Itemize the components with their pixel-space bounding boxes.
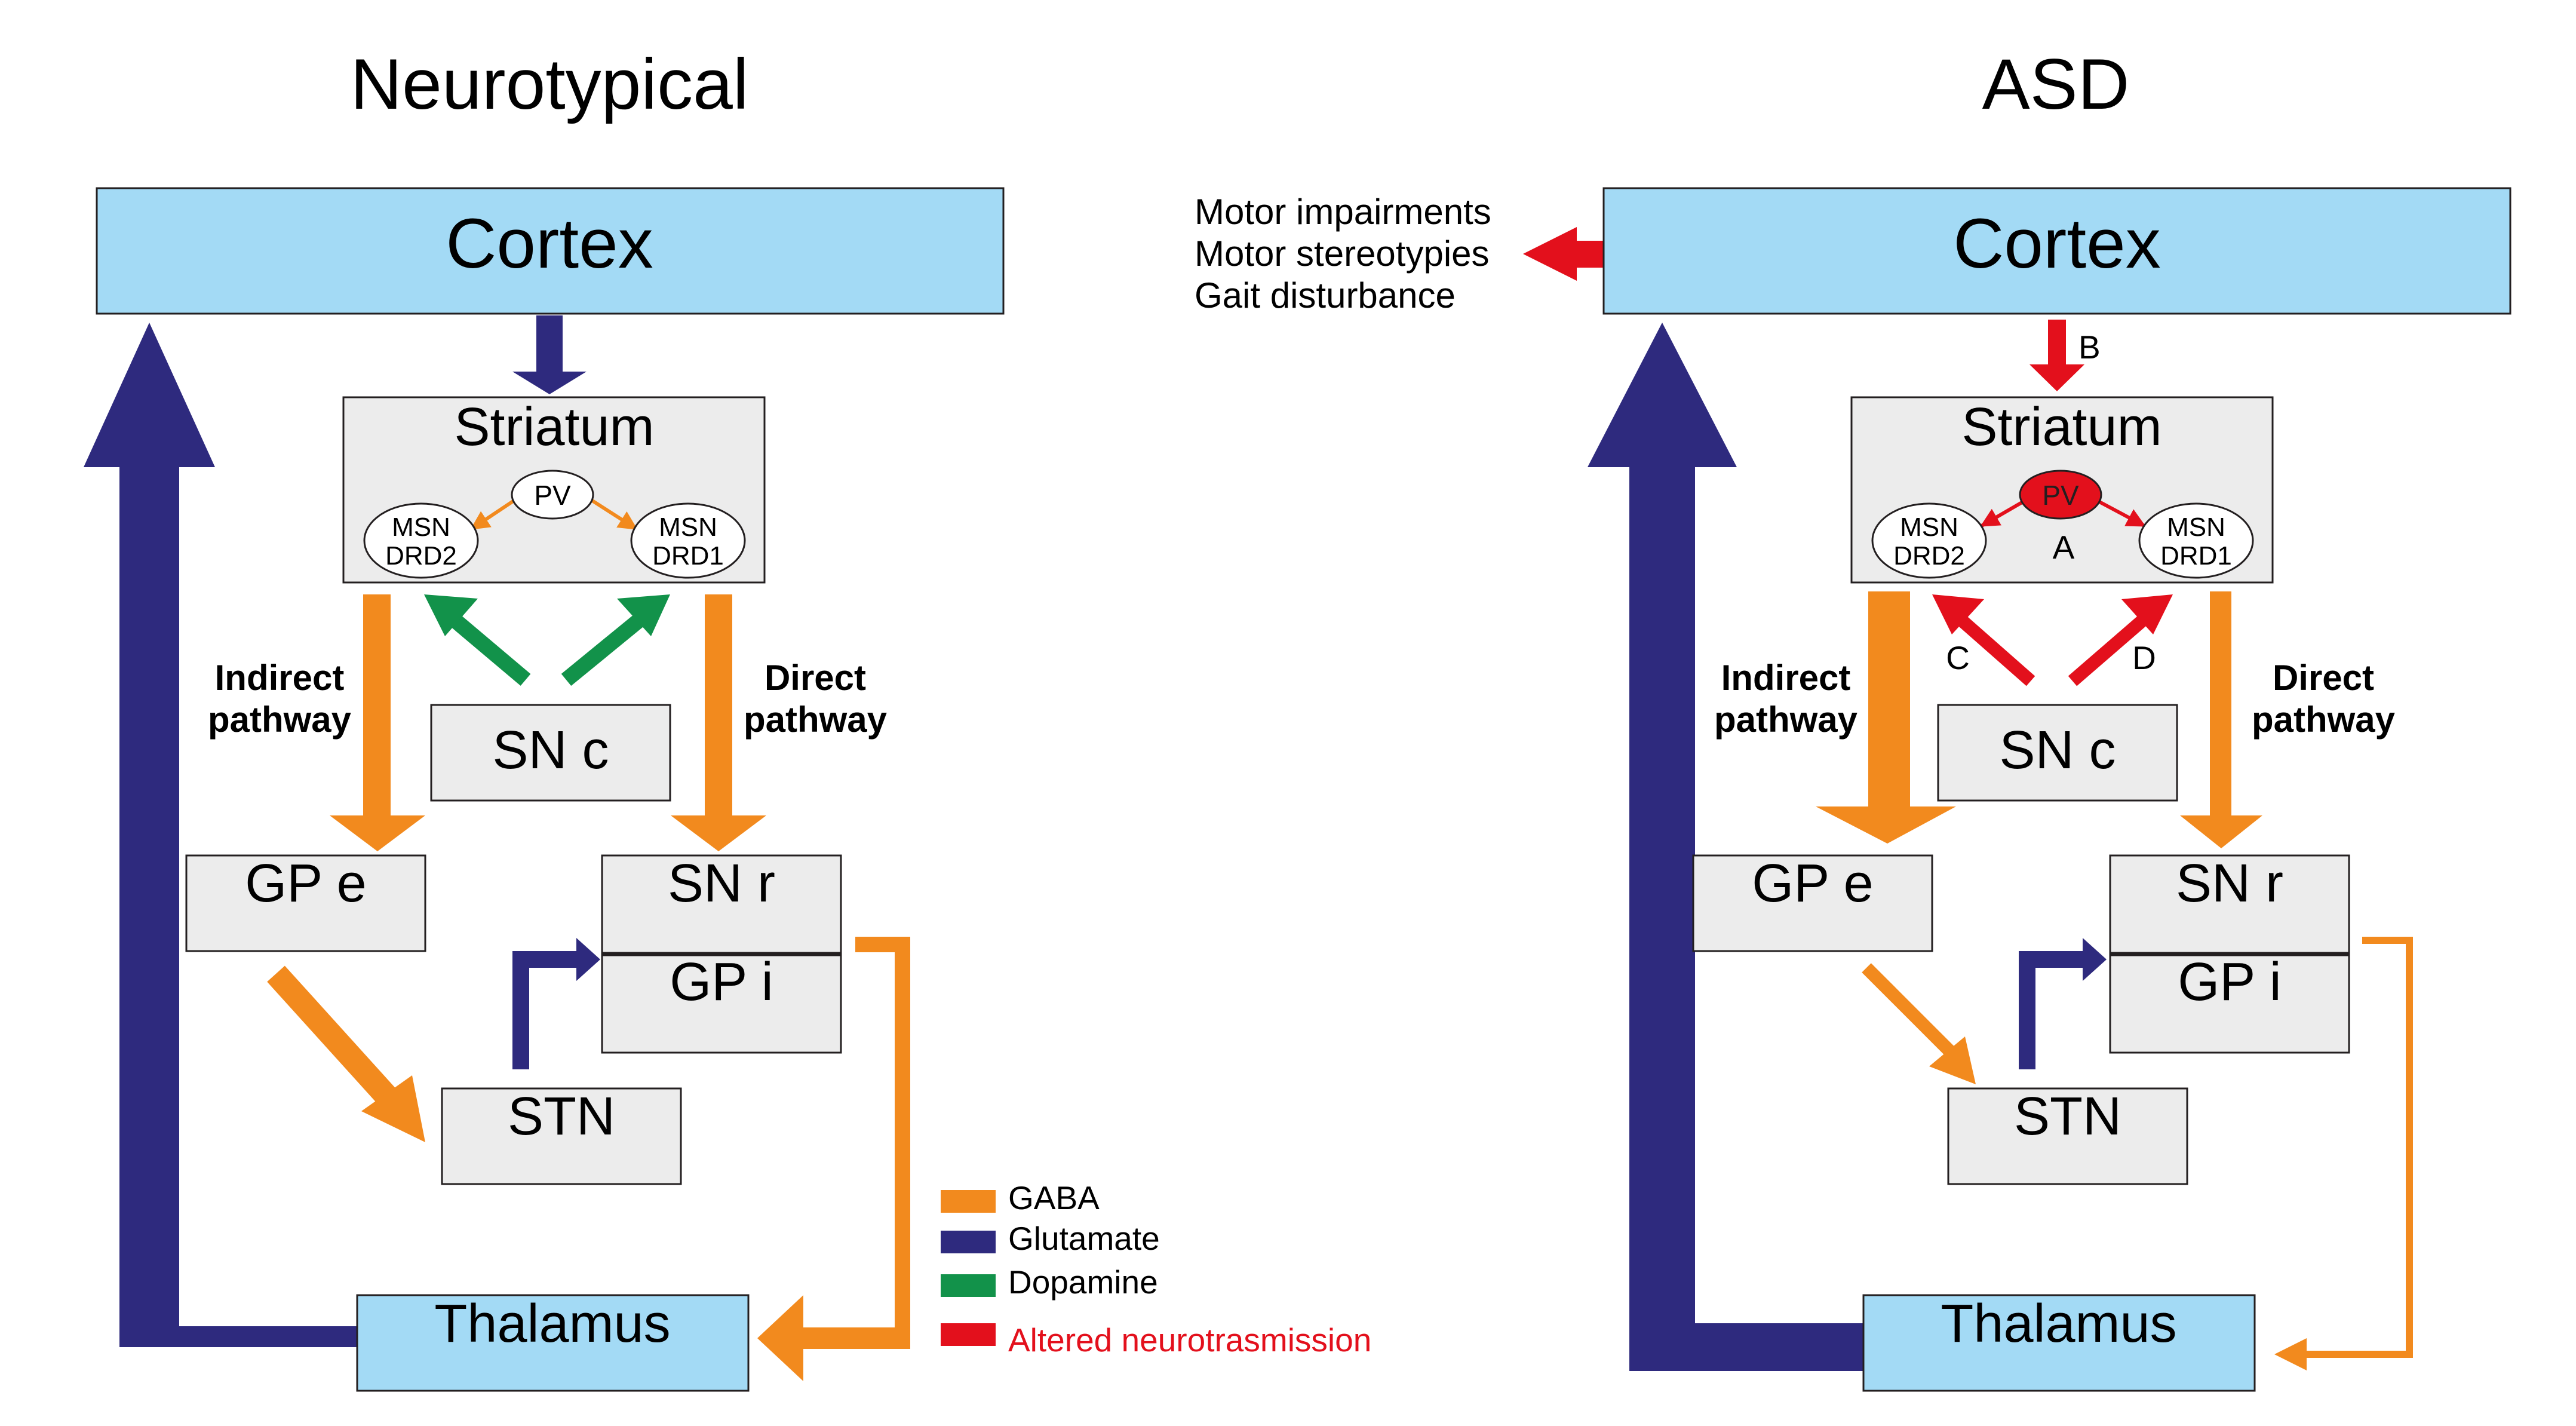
legend-swatch-altered xyxy=(941,1323,996,1346)
cortex-box xyxy=(96,187,1005,315)
motor-output-2: Motor stereotypies xyxy=(1195,234,1490,274)
snr-label: SN r xyxy=(2176,854,2283,913)
legend-label-dopamine: Dopamine xyxy=(1008,1264,1158,1301)
thalamus-box xyxy=(1862,1294,2256,1392)
pv-node xyxy=(2019,470,2102,520)
msn-drd2-line2: DRD2 xyxy=(385,541,457,571)
indirect-pathway-arrow xyxy=(330,594,425,851)
direct-pathway-label-line2: pathway xyxy=(744,700,888,740)
msn-drd2-line1: MSN xyxy=(1900,513,1958,542)
msn-drd2-node xyxy=(363,502,479,579)
legend-swatch-glutamate xyxy=(941,1231,996,1253)
stn-label: STN xyxy=(508,1087,615,1146)
indirect-pathway-label-line1: Indirect xyxy=(215,658,345,698)
gpi-label: GP i xyxy=(2178,952,2281,1012)
cortex-label: Cortex xyxy=(1953,204,2161,283)
panel-asd: ASD Motor impairments Motor stereotypies… xyxy=(1195,44,2511,1392)
thalamus-to-cortex-arrow xyxy=(1588,323,1868,1371)
pv-to-drd1-connector xyxy=(2098,500,2146,528)
legend: GABA Glutamate Dopamine Altered neurotra… xyxy=(941,1179,1371,1358)
msn-drd1-line2: DRD1 xyxy=(2160,541,2232,571)
msn-drd1-line1: MSN xyxy=(659,513,717,542)
pv-to-drd2-connector xyxy=(470,498,516,530)
indirect-pathway-label-line2: pathway xyxy=(1714,700,1858,740)
cortex-to-striatum-altered-arrow xyxy=(2030,320,2084,391)
snc-box xyxy=(430,704,671,802)
cortex-to-striatum-arrow xyxy=(512,315,587,394)
cortex-to-motor-arrow xyxy=(1523,227,1608,281)
stn-label: STN xyxy=(2014,1087,2121,1146)
legend-label-altered: Altered neurotrasmission xyxy=(1008,1321,1371,1358)
gpe-to-stn-arrow xyxy=(267,965,425,1142)
msn-drd2-line1: MSN xyxy=(392,513,450,542)
cortex-label: Cortex xyxy=(446,204,653,283)
legend-label-glutamate: Glutamate xyxy=(1008,1220,1160,1257)
direct-pathway-arrow xyxy=(671,594,766,851)
msn-drd1-node xyxy=(2138,502,2254,579)
gpe-label: GP e xyxy=(245,854,366,913)
dopamine-arrow-to-drd2 xyxy=(424,594,531,686)
msn-drd1-line2: DRD1 xyxy=(652,541,724,571)
pv-to-drd2-connector xyxy=(1980,500,2024,528)
snc-label: SN c xyxy=(1999,720,2116,780)
snr-label: SN r xyxy=(668,854,775,913)
thalamus-label: Thalamus xyxy=(1941,1294,2176,1354)
altered-dopamine-arrow-to-drd1 xyxy=(2068,594,2173,686)
striatum-label: Striatum xyxy=(454,397,654,457)
gpe-to-stn-arrow xyxy=(1862,963,1976,1084)
msn-drd2-node xyxy=(1871,502,1987,579)
panel-title: ASD xyxy=(1982,44,2130,124)
stn-box xyxy=(1947,1087,2188,1185)
indirect-pathway-label-line1: Indirect xyxy=(1721,658,1851,698)
gpi-to-thalamus-arrow xyxy=(2274,937,2413,1370)
altered-dopamine-arrow-to-drd2 xyxy=(1932,594,2035,686)
dopamine-arrow-to-drd1 xyxy=(561,594,670,686)
pv-label: PV xyxy=(2042,480,2079,511)
label-b: B xyxy=(2078,329,2101,366)
stn-to-gpi-arrow xyxy=(512,938,600,1069)
striatum-label: Striatum xyxy=(1961,397,2161,457)
direct-pathway-label-line1: Direct xyxy=(764,658,866,698)
label-a: A xyxy=(2053,529,2075,566)
snc-label: SN c xyxy=(492,720,609,780)
indirect-pathway-arrow xyxy=(1816,591,1956,844)
legend-swatch-gaba xyxy=(941,1190,996,1213)
gpe-label: GP e xyxy=(1752,854,1873,913)
gpi-to-thalamus-arrow xyxy=(757,937,910,1381)
stn-to-gpi-arrow xyxy=(2019,938,2107,1069)
panel-neurotypical: Neurotypical Cortex Striatum PV MSN DRD2… xyxy=(84,44,1005,1392)
cortex-box xyxy=(1602,187,2511,315)
thalamus-label: Thalamus xyxy=(434,1294,670,1354)
msn-drd2-line2: DRD2 xyxy=(1893,541,1965,571)
legend-swatch-dopamine xyxy=(941,1274,996,1297)
msn-drd1-line1: MSN xyxy=(2167,513,2225,542)
direct-pathway-label-line2: pathway xyxy=(2252,700,2396,740)
label-c: C xyxy=(1946,639,1970,676)
panel-title: Neurotypical xyxy=(351,44,749,124)
gpi-label: GP i xyxy=(670,952,773,1012)
thalamus-to-cortex-arrow xyxy=(84,323,358,1347)
pv-to-drd1-connector xyxy=(590,498,638,530)
indirect-pathway-label-line2: pathway xyxy=(208,700,352,740)
legend-label-gaba: GABA xyxy=(1008,1179,1100,1216)
thalamus-box xyxy=(356,1294,750,1392)
label-d: D xyxy=(2132,639,2156,676)
pv-label: PV xyxy=(534,480,571,511)
gpe-box xyxy=(1692,854,1933,952)
snc-box xyxy=(1937,704,2178,802)
motor-output-1: Motor impairments xyxy=(1195,192,1491,232)
msn-drd1-node xyxy=(630,502,746,579)
pv-node xyxy=(511,470,594,520)
stn-box xyxy=(441,1087,682,1185)
direct-pathway-arrow xyxy=(2180,591,2262,848)
gpe-box xyxy=(185,854,426,952)
motor-output-3: Gait disturbance xyxy=(1195,275,1456,315)
direct-pathway-label-line1: Direct xyxy=(2273,658,2374,698)
